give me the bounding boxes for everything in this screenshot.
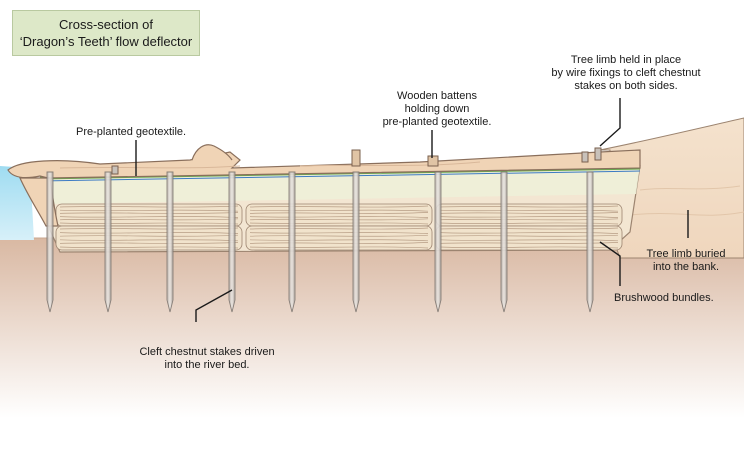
label-tree-limb-buried: Tree limb buried into the bank. <box>646 248 726 273</box>
stake <box>104 171 112 313</box>
label-wooden-battens: Wooden battens holding down pre-planted … <box>382 90 492 128</box>
diagram-title: Cross-section of ‘Dragon’s Teeth’ flow d… <box>12 10 200 56</box>
river-bed <box>0 237 744 418</box>
brushwood-bundle <box>245 225 433 251</box>
leader-lines <box>135 98 689 322</box>
stake <box>288 171 296 313</box>
leader-brushwood <box>599 241 621 286</box>
brushwood-bundle <box>55 203 243 227</box>
title-line-1: Cross-section of <box>59 17 153 32</box>
cleft-chestnut-stakes <box>46 171 594 313</box>
brushwood-bundle <box>55 225 243 251</box>
stake <box>586 171 594 313</box>
label-geotextile: Pre-planted geotextile. <box>76 126 187 138</box>
brushwood-bundles <box>55 203 623 251</box>
stake <box>46 171 54 313</box>
stake <box>352 171 360 313</box>
top-tree-limb <box>7 144 641 227</box>
label-stakes: Cleft chestnut stakes driven into the ri… <box>139 346 275 371</box>
brushwood-bundle <box>435 203 623 227</box>
stake <box>500 171 508 313</box>
label-tree-limb-held: Tree limb held in place by wire fixings … <box>551 54 701 92</box>
title-line-2: ‘Dragon’s Teeth’ flow deflector <box>19 34 193 49</box>
brushwood-bundle <box>435 225 623 251</box>
leader-tree-limb-held <box>599 98 621 147</box>
stake <box>434 171 442 313</box>
stake <box>228 171 236 313</box>
leader-stakes <box>195 289 233 322</box>
brushwood-bundle <box>245 203 433 227</box>
wooden-battens <box>111 147 602 175</box>
label-brushwood: Brushwood bundles. <box>614 292 714 304</box>
stake <box>166 171 174 313</box>
